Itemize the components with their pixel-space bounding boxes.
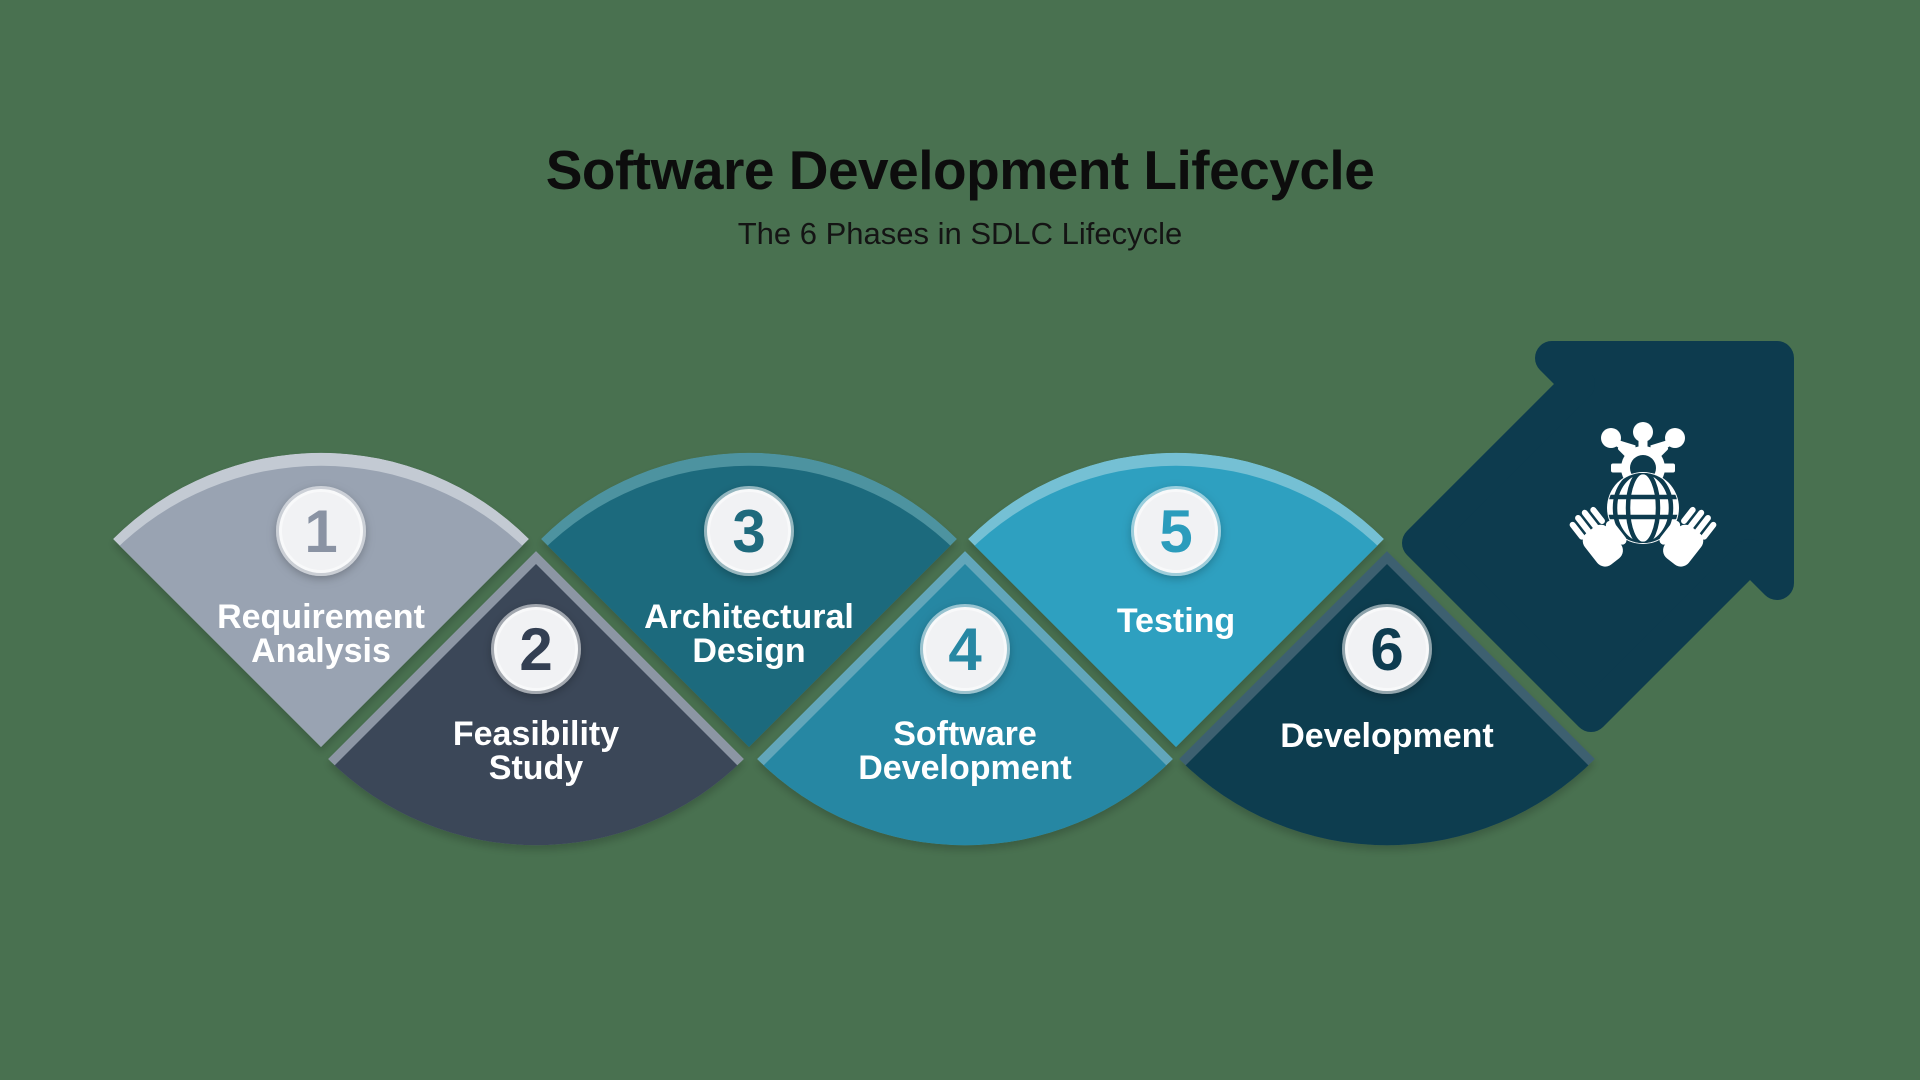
page-title: Software Development Lifecycle [545,139,1375,201]
phase-1-badge: 1 Requirement Analysis [217,486,425,670]
phase-2-fill [328,564,744,846]
phase-3-label-line-1: Architectural [644,598,854,636]
globe-icon [1607,472,1679,544]
phase-6-fill [1179,564,1595,846]
phase-4-petal [757,551,1173,846]
arrow-group [1402,341,1794,732]
hands-holding-tech-globe-icon [1569,422,1717,567]
phase-6-label-line-1: Development [1280,717,1494,755]
phase-5-fill [968,465,1384,747]
phase-2-label-line-1: Feasibility [453,715,619,753]
phase-3-badge-circle [704,486,794,576]
phase-2-label-line-2: Study [489,749,584,787]
phase-4-label-line-1: Software [893,715,1037,753]
phase-1-petal [113,452,529,747]
phase-4-badge-circle [920,604,1010,694]
page-subtitle: The 6 Phases in SDLC Lifecycle [737,216,1183,251]
phase-3-label-line-2: Design [692,632,805,670]
left-hand-icon [1569,506,1627,567]
phase-5-number: 5 [1159,498,1192,565]
phase-1-badge-circle [276,486,366,576]
phase-5-badge: 5 Testing [1117,486,1235,640]
header: Software Development Lifecycle The 6 Pha… [0,0,1920,252]
phase-5-badge-circle [1131,486,1221,576]
phase-6-number: 6 [1370,616,1403,683]
phase-2-petal [328,551,744,846]
phase-2-badge: 2 Feasibility Study [453,604,619,787]
phase-3-badge: 3 Architectural Design [644,486,854,670]
phase-5-petal [968,452,1384,747]
phase-1-label-line-1: Requirement [217,598,425,636]
phase-3-fill [541,465,957,747]
phase-1-fill [113,465,529,747]
phase-1-label-line-2: Analysis [251,632,391,670]
phase-6-petal [1179,551,1595,846]
right-hand-icon [1659,506,1717,567]
phase-2-badge-circle [491,604,581,694]
phase-4-label-line-2: Development [858,749,1072,787]
phase-4-badge: 4 Software Development [858,604,1072,787]
phase-5-label-line-1: Testing [1117,602,1235,640]
phase-4-fill [757,564,1173,846]
phase-6-badge: 6 Development [1280,604,1494,755]
phase-3-petal [541,452,957,747]
phase-6-badge-circle [1342,604,1432,694]
phase-4-number: 4 [948,616,982,683]
phase-2-number: 2 [519,616,552,683]
phase-3-number: 3 [732,498,765,565]
phase-1-number: 1 [304,498,337,565]
